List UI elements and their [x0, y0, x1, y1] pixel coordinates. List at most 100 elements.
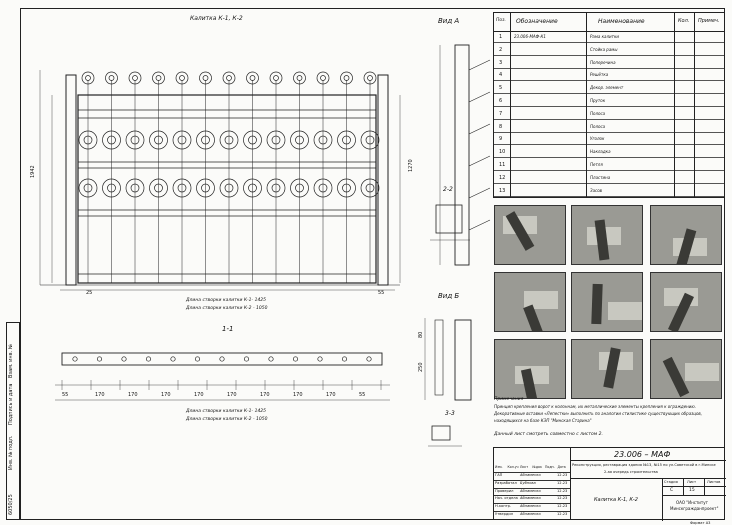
spec-row-pos: 2 [499, 46, 503, 53]
quatrefoil [290, 178, 309, 198]
caption-k1: Длина створки калитки К-1- 1425 [186, 298, 267, 303]
caption2-k2: Длина створки калитки К-2 - 1050 [186, 417, 268, 422]
rosette-center [249, 75, 256, 81]
stamp-role: ГАП [495, 473, 503, 477]
spec-row-name: Уголок [590, 136, 605, 142]
quatrefoil [196, 178, 215, 198]
spec-row-pos: 13 [499, 187, 506, 194]
stamp-role: Разработал [495, 480, 517, 485]
rosette [81, 71, 95, 85]
rosette-center [85, 75, 91, 81]
quatrefoil-center [248, 135, 257, 145]
quatrefoil-center [224, 183, 234, 193]
detail-photo [494, 339, 566, 399]
quatrefoil [172, 178, 192, 198]
section-dim-value: 170 [293, 392, 303, 398]
view-a-hinge [468, 155, 491, 167]
side-inv-number: 6050/25 [8, 494, 14, 515]
section-hole [366, 356, 372, 362]
spec-row-name: Стойка рамы [590, 46, 618, 52]
quatrefoil [360, 178, 380, 198]
view-a-hinge [468, 187, 491, 199]
quatrefoil-center [154, 183, 163, 193]
section-dim-value: 170 [161, 392, 171, 398]
rosette-center [320, 75, 326, 81]
stamp-person: Абламенко [520, 488, 541, 493]
spec-row-name: Пластина [590, 174, 611, 180]
view-a-post [454, 44, 470, 266]
spec-row-name: Рама калитки [590, 34, 619, 39]
spec-header-note: Примеч. [698, 18, 720, 24]
spec-row-name: Поперечина [590, 59, 616, 65]
rosette-center [226, 75, 232, 81]
section-dim-value: 170 [95, 392, 105, 398]
spec-row-code: 23.006-МАФ-К1 [514, 34, 546, 39]
stamp-col-header: Кол.уч [507, 465, 519, 469]
rosette-center [343, 75, 350, 81]
section-3-label: 3-3 [445, 410, 455, 417]
spec-header-pos: Поз. [496, 18, 506, 23]
section-1-label: 1-1 [222, 325, 234, 333]
quatrefoil-center [83, 183, 93, 193]
stamp-org: ОАО "Институт [676, 500, 708, 505]
detail-photo [494, 272, 566, 332]
stamp-date: 12.23 [557, 512, 568, 516]
section-hole [292, 356, 299, 362]
spec-row-name: Декор. элемент [590, 85, 624, 91]
quatrefoil-center [177, 135, 187, 145]
quatrefoil [266, 178, 286, 198]
view-b-post [454, 319, 472, 401]
quatrefoil-center [271, 135, 281, 145]
spec-row-pos: 9 [499, 136, 503, 143]
spec-row-name: Петля [590, 162, 603, 167]
quatrefoil-center [107, 135, 116, 145]
section-dim-value: 55 [62, 392, 69, 398]
spec-row-name: Решётка [590, 72, 609, 78]
quatrefoil [313, 178, 333, 198]
quatrefoil-center [130, 135, 140, 145]
rosette [340, 71, 353, 85]
stamp-project-2: 2-ая очередь строительства [604, 470, 658, 474]
section-hole [219, 356, 225, 362]
section-hole [268, 356, 274, 362]
section-hole [96, 356, 103, 362]
spec-row-name: Засов [590, 187, 603, 193]
quatrefoil-center [365, 135, 375, 145]
rosette-center [296, 75, 303, 81]
stamp-date: 12.23 [557, 480, 568, 485]
quatrefoil [243, 130, 262, 150]
spec-row-pos: 6 [499, 98, 503, 104]
quatrefoil [360, 130, 380, 150]
spec-row-pos: 8 [499, 123, 503, 130]
spec-header-code: Обозначение [516, 18, 558, 25]
view-a-hinge [468, 219, 491, 231]
quatrefoil [78, 130, 98, 150]
quatrefoil [102, 178, 121, 198]
notes-line-1: Принцип крепления ворот к колоннам, их м… [494, 404, 697, 409]
notes-line-4: Данный лист смотреть совместно с листом … [494, 432, 603, 437]
quatrefoil [243, 178, 262, 198]
stamp-role: Н.контр. [495, 504, 512, 509]
quatrefoil-center [271, 183, 281, 193]
dim-height-right: 1270 [408, 159, 414, 172]
dim-b-top: 80 [418, 331, 424, 338]
stamp-date: 12.23 [557, 488, 568, 493]
caption-k2: Длина створки калитки К-2 - 1050 [186, 306, 268, 311]
detail-photo [650, 272, 722, 332]
view-a-hinge [468, 91, 491, 103]
stamp-divider [494, 487, 570, 489]
quatrefoil [125, 178, 145, 198]
section-dim-value: 170 [194, 392, 204, 398]
rosette [246, 71, 259, 85]
quatrefoil-center [295, 135, 304, 145]
title-block: 23.006 – МАФ Реконструкция, реставрация … [493, 447, 726, 521]
rosette [222, 71, 236, 85]
